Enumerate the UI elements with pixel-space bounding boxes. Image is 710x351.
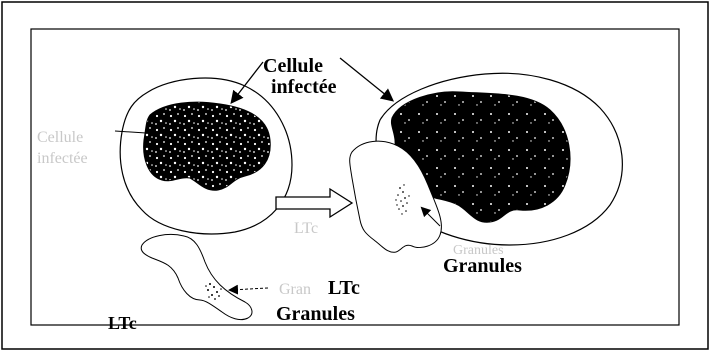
pointer-arrow-right	[340, 58, 392, 100]
label-cellule-top: Cellule	[263, 55, 323, 77]
label-infectee-faint: infectée	[37, 150, 88, 167]
label-ltc-center: LTc	[328, 277, 360, 299]
label-infectee-top: infectée	[271, 76, 337, 98]
ltc-cell-left	[141, 234, 268, 319]
label-gran-faint-left: Gran	[279, 281, 311, 298]
infected-cell-left	[115, 78, 292, 234]
label-granules-center: Granules	[276, 303, 355, 325]
process-arrow	[276, 189, 352, 217]
label-cellule-faint: Cellule	[37, 129, 83, 146]
label-granules-right: Granules	[443, 255, 522, 277]
label-ltc-faint-right: LTc	[294, 220, 318, 237]
label-ltc-left: LTc	[108, 313, 137, 333]
